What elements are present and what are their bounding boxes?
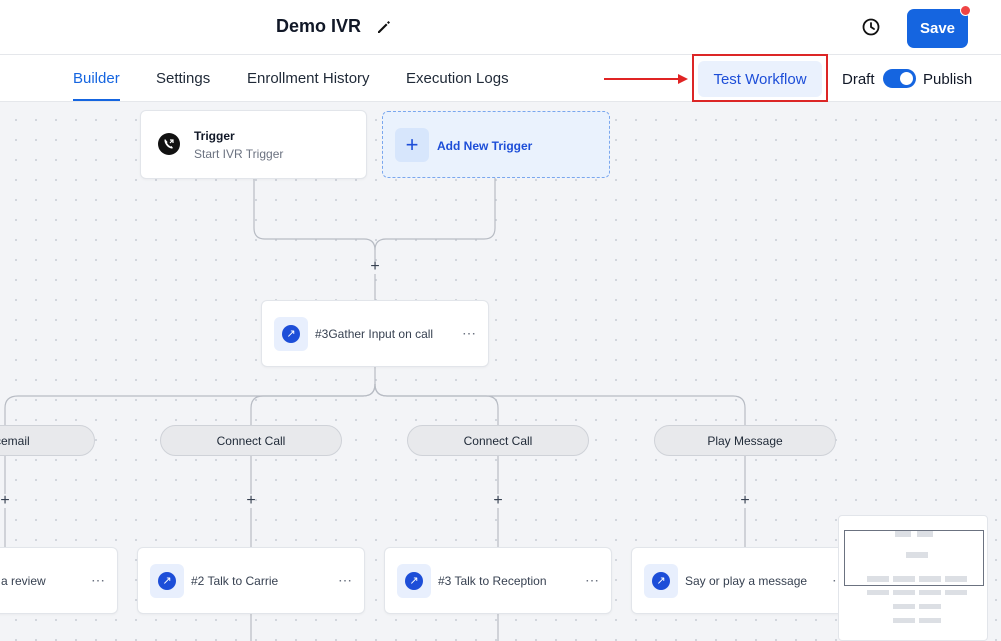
branch-play-message[interactable]: Play Message: [654, 425, 836, 456]
minimap-node: [917, 531, 933, 537]
save-button[interactable]: Save: [907, 9, 968, 48]
phone-forward-icon: ↗: [274, 317, 308, 351]
minimap-node: [919, 618, 941, 623]
minimap-node: [893, 576, 915, 582]
draft-label: Draft: [842, 71, 875, 88]
add-step-plus[interactable]: +: [370, 258, 380, 275]
action-node-talk-to-reception[interactable]: ↗ #3 Talk to Reception ⋯: [384, 547, 612, 614]
tab-settings[interactable]: Settings: [156, 70, 211, 87]
trigger-card[interactable]: Trigger Start IVR Trigger: [140, 110, 367, 179]
add-new-trigger-button[interactable]: + Add New Trigger: [382, 111, 610, 178]
phone-forward-icon: ↗: [150, 564, 184, 598]
tab-bar: Builder Settings Enrollment History Exec…: [0, 54, 1001, 102]
publish-toggle[interactable]: [883, 69, 916, 88]
add-step-plus[interactable]: +: [246, 492, 256, 509]
branch-connect-call-1[interactable]: Connect Call: [160, 425, 342, 456]
more-horizontal-icon[interactable]: ⋯: [338, 572, 353, 588]
top-header: Demo IVR Save: [0, 0, 1001, 55]
trigger-subtitle: Start IVR Trigger: [194, 147, 284, 161]
minimap-node: [919, 590, 941, 595]
action-node-review[interactable]: a review ⋯: [0, 547, 118, 614]
add-trigger-label: Add New Trigger: [437, 139, 533, 153]
branch-voicemail[interactable]: Voicemail: [0, 425, 95, 456]
connector-lines: [4, 178, 746, 641]
more-horizontal-icon[interactable]: ⋯: [585, 572, 600, 588]
more-horizontal-icon[interactable]: ⋯: [462, 325, 477, 341]
annotation-arrow-head: [678, 74, 688, 84]
branch-connect-call-2[interactable]: Connect Call: [407, 425, 589, 456]
trigger-title: Trigger: [194, 129, 235, 143]
plus-icon: +: [395, 128, 429, 162]
workflow-title: Demo IVR: [276, 16, 362, 36]
minimap-node: [906, 552, 928, 558]
gather-node-label: #3Gather Input on call: [315, 327, 434, 341]
minimap-viewport[interactable]: [844, 530, 984, 586]
minimap-node: [893, 604, 915, 609]
minimap-node: [919, 576, 941, 582]
workflow-canvas[interactable]: Trigger Start IVR Trigger + Add New Trig…: [0, 102, 1001, 641]
add-step-plus[interactable]: +: [740, 492, 750, 509]
annotation-highlight-box: [692, 54, 828, 102]
minimap[interactable]: [838, 515, 988, 641]
minimap-node: [919, 604, 941, 609]
annotation-arrow-line: [604, 78, 680, 80]
tab-execution-logs[interactable]: Execution Logs: [406, 70, 509, 87]
history-icon[interactable]: [860, 16, 882, 38]
minimap-node: [893, 618, 915, 623]
action-node-label: #3 Talk to Reception: [438, 574, 547, 588]
minimap-node: [945, 576, 967, 582]
action-node-play-message[interactable]: ↗ Say or play a message ⋯: [631, 547, 859, 614]
minimap-node: [867, 576, 889, 582]
tab-builder[interactable]: Builder: [73, 70, 120, 87]
active-tab-indicator: [73, 99, 120, 101]
action-node-label: a review: [1, 574, 46, 588]
minimap-node: [945, 590, 967, 595]
unsaved-indicator: [960, 5, 971, 16]
phone-call-icon: [158, 133, 180, 155]
phone-forward-icon: ↗: [397, 564, 431, 598]
phone-forward-icon: ↗: [644, 564, 678, 598]
toggle-knob: [900, 72, 913, 85]
action-node-talk-to-carrie[interactable]: ↗ #2 Talk to Carrie ⋯: [137, 547, 365, 614]
tab-enrollment-history[interactable]: Enrollment History: [247, 70, 370, 87]
action-node-label: Say or play a message: [685, 574, 808, 588]
action-node-label: #2 Talk to Carrie: [191, 574, 279, 588]
gather-input-node[interactable]: ↗ #3Gather Input on call ⋯: [261, 300, 489, 367]
more-horizontal-icon[interactable]: ⋯: [91, 572, 106, 588]
minimap-node: [893, 590, 915, 595]
minimap-node: [867, 590, 889, 595]
add-step-plus[interactable]: +: [0, 492, 10, 509]
add-step-plus[interactable]: +: [493, 492, 503, 509]
publish-label: Publish: [923, 71, 973, 88]
minimap-node: [895, 531, 911, 537]
pencil-icon[interactable]: [376, 19, 392, 35]
test-workflow-button[interactable]: Test Workflow: [698, 61, 822, 97]
